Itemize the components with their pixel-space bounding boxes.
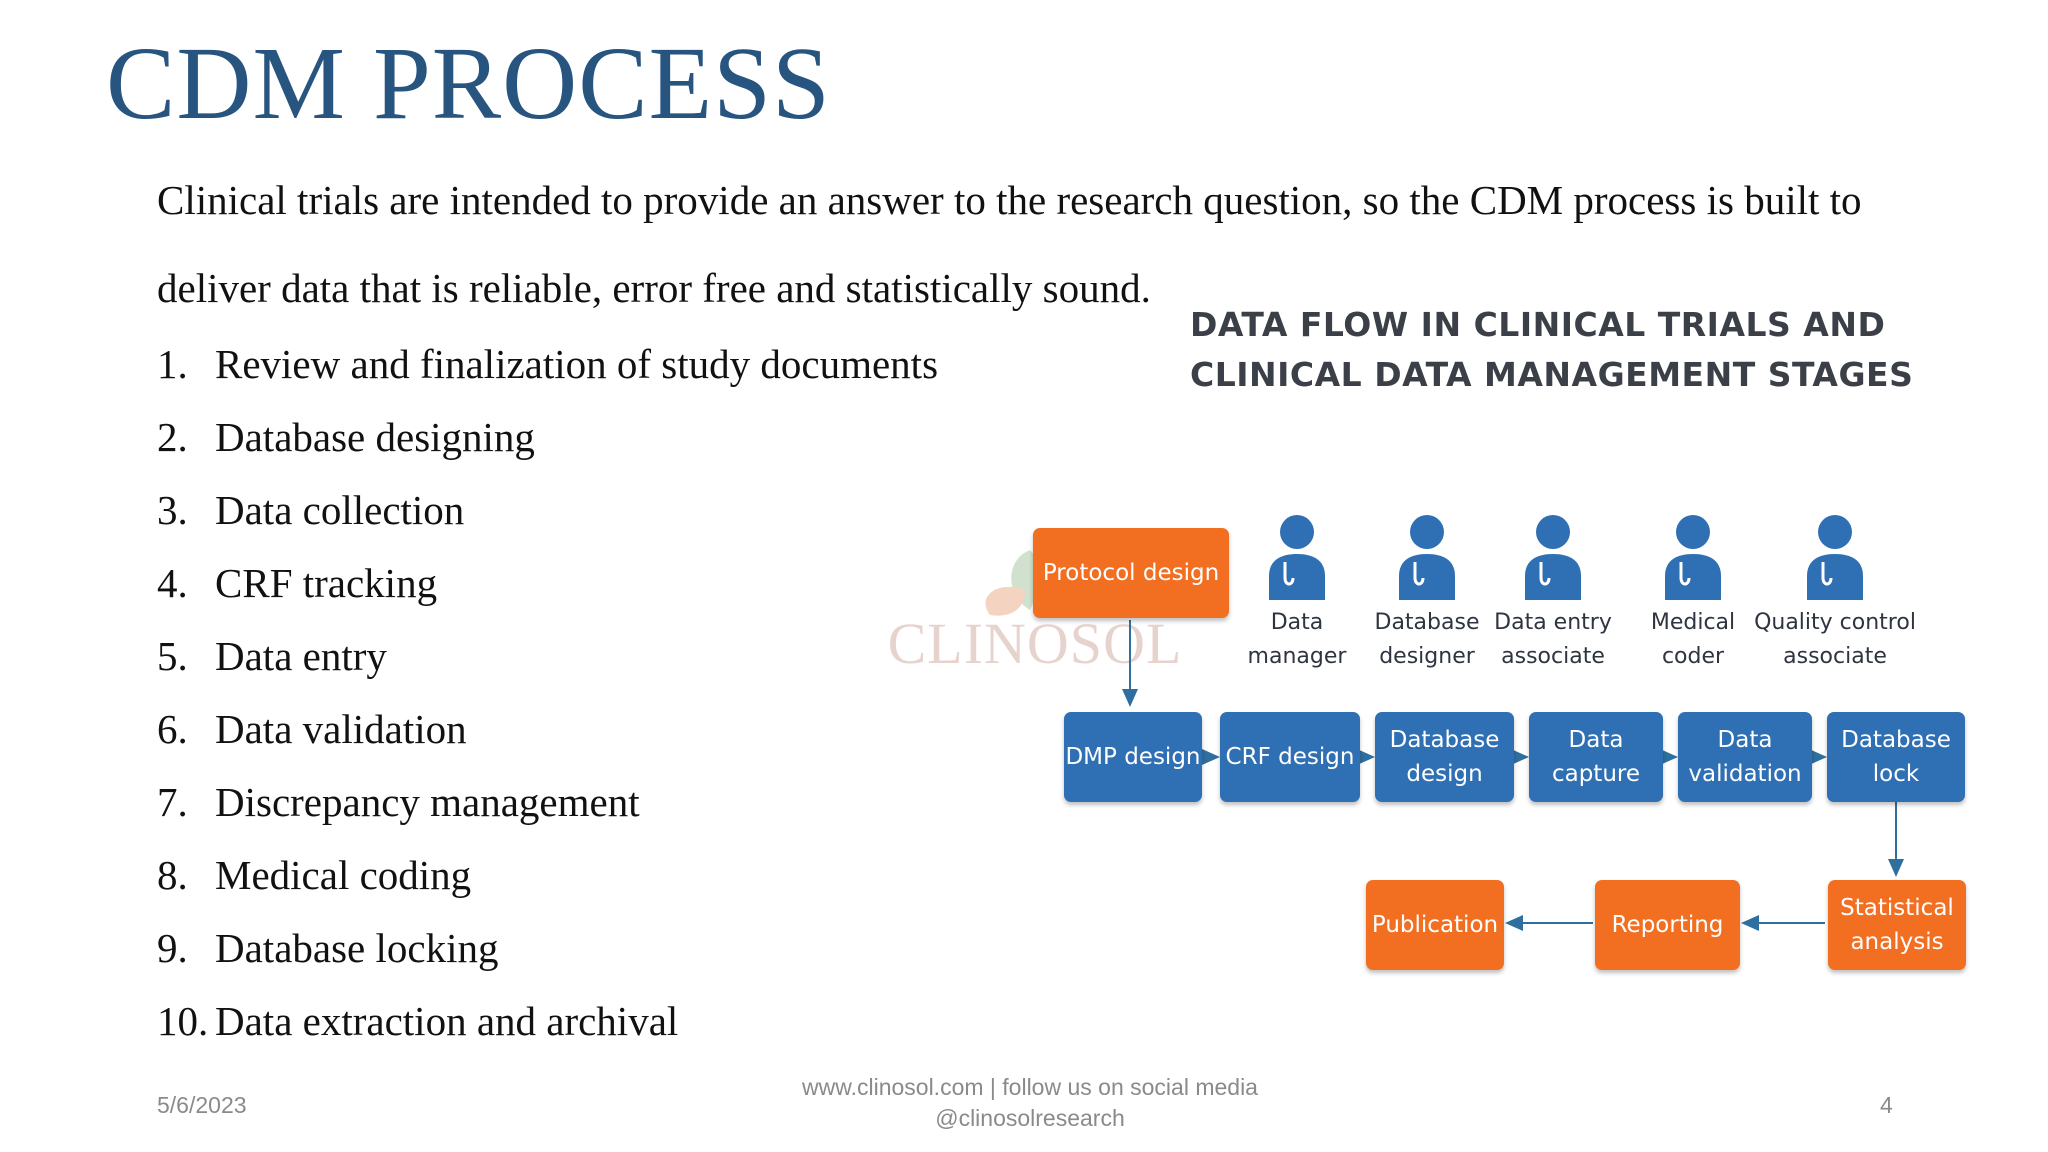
box-label: DMP design bbox=[1065, 744, 1201, 770]
data-flow-diagram: DATA FLOW IN CLINICAL TRIALS AND CLINICA… bbox=[860, 300, 1990, 1060]
list-item-number: 3. bbox=[157, 487, 188, 533]
box-label: Protocol design bbox=[1042, 560, 1220, 586]
list-item-text: CRF tracking bbox=[215, 560, 438, 606]
list-item-number: 5. bbox=[157, 633, 188, 679]
role-label: manager bbox=[1247, 644, 1347, 669]
list-item-number: 10. bbox=[157, 998, 209, 1044]
list-item: 10.Data extraction and archival bbox=[157, 991, 938, 1064]
role-data-entry-associate: Data entry associate bbox=[1478, 512, 1628, 674]
list-item: 4. CRF tracking bbox=[157, 553, 938, 626]
footer-handle: @clinosolresearch bbox=[935, 1105, 1125, 1131]
output-publication: Publication bbox=[1366, 880, 1504, 970]
list-item-text: Database locking bbox=[215, 925, 499, 971]
list-item-text: Discrepancy management bbox=[215, 779, 640, 825]
list-item: 1. Review and finalization of study docum… bbox=[157, 334, 938, 407]
role-database-designer: Database designer bbox=[1352, 512, 1502, 674]
person-icon bbox=[1665, 515, 1721, 600]
box-label: Reporting bbox=[1611, 912, 1724, 938]
list-item-number: 7. bbox=[157, 779, 188, 825]
stage-dmp-design: DMP design bbox=[1064, 712, 1202, 802]
role-label: Medical bbox=[1650, 610, 1736, 635]
role-data-manager: Data manager bbox=[1222, 512, 1372, 674]
stage-database-design: Database design bbox=[1375, 712, 1514, 802]
role-label: associate bbox=[1783, 644, 1887, 669]
list-item-number: 6. bbox=[157, 706, 188, 752]
cdm-steps-list: 1. Review and finalization of study docum… bbox=[157, 334, 938, 1064]
list-item: 3. Data collection bbox=[157, 480, 938, 553]
person-icon bbox=[1269, 515, 1325, 600]
list-item-text: Data collection bbox=[215, 487, 465, 533]
list-item-text: Review and finalization of study documen… bbox=[215, 341, 939, 387]
person-icon bbox=[1807, 515, 1863, 600]
role-label: Database bbox=[1374, 610, 1480, 635]
box-label: analysis bbox=[1850, 929, 1944, 955]
list-item-number: 4. bbox=[157, 560, 188, 606]
footer-date: 5/6/2023 bbox=[157, 1092, 247, 1118]
person-icon bbox=[1399, 515, 1455, 600]
box-label: capture bbox=[1551, 761, 1641, 787]
role-label: Quality control bbox=[1754, 610, 1916, 635]
list-item-number: 9. bbox=[157, 925, 188, 971]
stage-crf-design: CRF design bbox=[1220, 712, 1360, 802]
stage-data-validation: Data validation bbox=[1678, 712, 1812, 802]
box-label: Data bbox=[1717, 727, 1773, 753]
list-item-number: 1. bbox=[157, 341, 188, 387]
role-label: coder bbox=[1661, 644, 1725, 669]
box-label: Statistical bbox=[1840, 895, 1954, 921]
list-item: 7. Discrepancy management bbox=[157, 772, 938, 845]
role-label: Data entry bbox=[1494, 610, 1612, 635]
output-statistical-analysis: Statistical analysis bbox=[1828, 880, 1966, 970]
slide-title: CDM PROCESS bbox=[106, 26, 831, 141]
list-item: 5. Data entry bbox=[157, 626, 938, 699]
list-item-number: 2. bbox=[157, 414, 188, 460]
box-label: lock bbox=[1872, 761, 1920, 787]
list-item-text: Data validation bbox=[215, 706, 467, 752]
role-quality-control-associate: Quality control associate bbox=[1745, 512, 1925, 674]
person-icon bbox=[1525, 515, 1581, 600]
list-item: 9. Database locking bbox=[157, 918, 938, 991]
protocol-design-box: Protocol design bbox=[1033, 528, 1229, 618]
list-item-number: 8. bbox=[157, 852, 188, 898]
role-label: associate bbox=[1501, 644, 1605, 669]
list-item-text: Data entry bbox=[215, 633, 387, 679]
footer-website: www.clinosol.com | follow us on social m… bbox=[760, 1072, 1300, 1134]
box-label: CRF design bbox=[1225, 744, 1355, 770]
diagram-title-line: CLINICAL DATA MANAGEMENT STAGES bbox=[1190, 355, 1914, 394]
box-label: Publication bbox=[1371, 912, 1499, 938]
list-item-text: Database designing bbox=[215, 414, 535, 460]
role-medical-coder: Medical coder bbox=[1618, 512, 1768, 674]
diagram-title: DATA FLOW IN CLINICAL TRIALS AND CLINICA… bbox=[1190, 300, 1914, 400]
box-label: validation bbox=[1688, 761, 1802, 787]
page-number: 4 bbox=[1880, 1092, 1893, 1118]
list-item: 8. Medical coding bbox=[157, 845, 938, 918]
diagram-title-line: DATA FLOW IN CLINICAL TRIALS AND bbox=[1190, 305, 1886, 344]
intro-paragraph: Clinical trials are intended to provide … bbox=[157, 177, 1862, 311]
box-label: Database bbox=[1389, 727, 1500, 753]
box-label: Data bbox=[1568, 727, 1624, 753]
role-label: designer bbox=[1379, 644, 1475, 669]
box-label: design bbox=[1406, 761, 1483, 787]
list-item-text: Data extraction and archival bbox=[215, 998, 679, 1044]
footer-website-line: www.clinosol.com | follow us on social m… bbox=[802, 1074, 1258, 1100]
list-item-text: Medical coding bbox=[215, 852, 472, 898]
list-item: 2. Database designing bbox=[157, 407, 938, 480]
list-item: 6. Data validation bbox=[157, 699, 938, 772]
output-reporting: Reporting bbox=[1595, 880, 1740, 970]
stage-database-lock: Database lock bbox=[1827, 712, 1965, 802]
watermark-text: CLINOSOL bbox=[887, 611, 1183, 676]
box-label: Database bbox=[1841, 727, 1951, 753]
stage-data-capture: Data capture bbox=[1529, 712, 1663, 802]
role-label: Data bbox=[1270, 610, 1324, 635]
